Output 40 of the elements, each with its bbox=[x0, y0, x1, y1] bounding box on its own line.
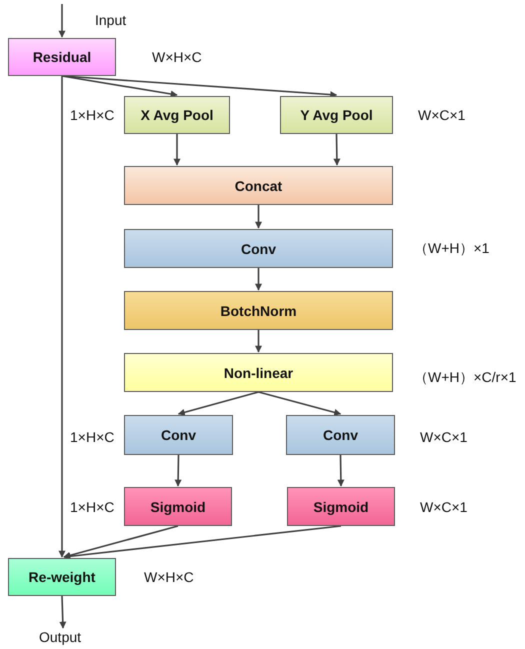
arrow bbox=[174, 134, 180, 166]
arrow bbox=[58, 4, 66, 38]
arrow bbox=[333, 134, 340, 166]
arrow bbox=[255, 205, 262, 229]
arrow bbox=[59, 596, 66, 629]
process-box: Conv bbox=[124, 229, 393, 268]
arrow bbox=[258, 391, 342, 416]
arrow bbox=[178, 391, 259, 416]
arrow bbox=[62, 75, 178, 98]
process-box: Re-weight bbox=[8, 558, 116, 596]
dimension-label: W×H×C bbox=[144, 569, 194, 585]
dimension-label: W×C×1 bbox=[418, 107, 466, 123]
dimension-label: W×C×1 bbox=[420, 429, 468, 445]
arrow bbox=[255, 330, 262, 353]
arrow bbox=[58, 76, 66, 558]
output-label: Output bbox=[39, 629, 82, 645]
process-box: X Avg Pool bbox=[124, 96, 230, 134]
process-box: Y Avg Pool bbox=[280, 96, 393, 134]
dimension-label: （W+H）×1 bbox=[414, 240, 490, 258]
process-box: BotchNorm bbox=[124, 291, 393, 330]
input-label: Input bbox=[95, 12, 126, 28]
process-box: Conv bbox=[286, 415, 395, 455]
arrow bbox=[63, 525, 342, 560]
process-box: Sigmoid bbox=[124, 487, 232, 526]
dimension-label: （W+H）×C/r×1 bbox=[414, 369, 516, 387]
process-box: Non-linear bbox=[124, 353, 393, 392]
dimension-label: W×C×1 bbox=[420, 499, 468, 515]
arrow bbox=[174, 454, 182, 487]
dimension-label: 1×H×C bbox=[70, 499, 114, 515]
dimension-label: 1×H×C bbox=[70, 429, 114, 445]
process-box: Sigmoid bbox=[287, 487, 395, 526]
process-box: Residual bbox=[8, 38, 116, 76]
dimension-label: W×H×C bbox=[152, 49, 202, 65]
arrow bbox=[255, 268, 262, 291]
process-box: Concat bbox=[124, 166, 393, 205]
arrow bbox=[63, 525, 178, 559]
arrow bbox=[62, 75, 338, 98]
dimension-label: 1×H×C bbox=[70, 107, 114, 123]
arrow bbox=[337, 454, 344, 487]
process-box: Conv bbox=[124, 415, 233, 455]
